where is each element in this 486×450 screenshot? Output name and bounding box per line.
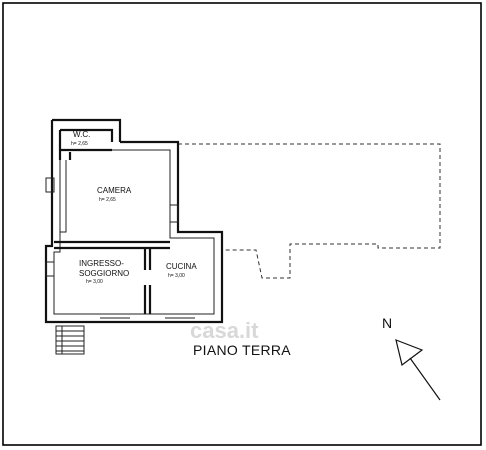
entrance-steps xyxy=(55,325,85,355)
room-label-ingresso-1: INGRESSO- xyxy=(79,259,124,268)
camera-wall-detail xyxy=(60,160,67,233)
left-wall-niche xyxy=(45,177,55,193)
north-label: N xyxy=(382,315,392,331)
outdoor-area-outline xyxy=(178,143,441,279)
building-outer-walls xyxy=(44,140,224,324)
north-arrow-icon xyxy=(395,339,441,401)
building-inner-walls xyxy=(53,149,215,315)
room-height-cucina: h= 3,00 xyxy=(168,273,185,279)
room-height-wc: h= 2,65 xyxy=(71,141,88,147)
wc-walls xyxy=(50,118,122,162)
room-label-cucina: CUCINA xyxy=(166,262,197,271)
room-height-ingresso: h= 3,00 xyxy=(86,279,103,285)
room-height-camera: h= 2,65 xyxy=(99,197,116,203)
wc-camera-partition xyxy=(60,148,112,160)
room-label-wc: W.C. xyxy=(73,130,90,139)
plan-title: PIANO TERRA xyxy=(193,342,291,358)
camera-niche xyxy=(169,204,179,223)
room-label-ingresso-2: SOGGIORNO xyxy=(79,269,129,278)
room-label-camera: CAMERA xyxy=(97,186,132,195)
ingresso-cucina-partition xyxy=(143,248,152,314)
left-wall-niche-2 xyxy=(45,261,55,277)
camera-lower-partition xyxy=(54,240,170,250)
page-frame xyxy=(2,2,482,446)
